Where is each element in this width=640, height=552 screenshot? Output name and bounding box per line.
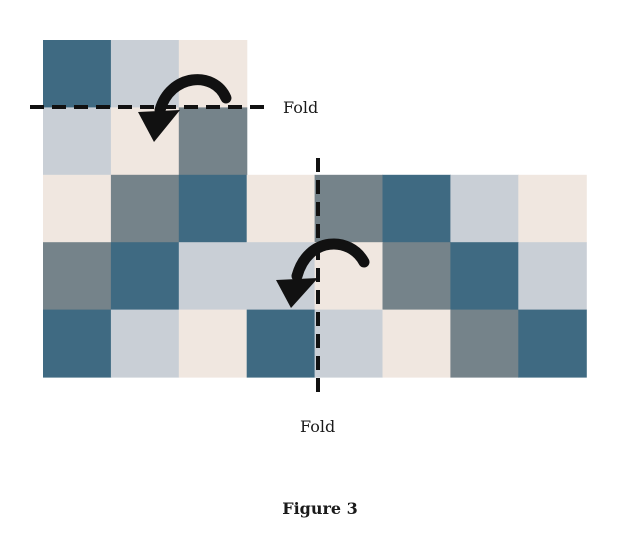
grid-cell	[382, 174, 451, 243]
grid-cell	[450, 309, 519, 378]
grid-cell	[43, 309, 112, 378]
grid-cell	[518, 242, 587, 311]
grid-cell	[178, 242, 248, 311]
grid-cell	[43, 40, 112, 108]
grid-cell	[43, 242, 112, 311]
grid-cell	[178, 174, 248, 243]
grid-cell	[178, 107, 248, 176]
curved-arrow-icon	[138, 74, 232, 142]
figure-caption: Figure 3	[282, 499, 358, 518]
grid-cell	[110, 174, 180, 243]
grid-cell	[178, 40, 248, 108]
grid-cell	[178, 309, 248, 378]
grid-cell	[43, 174, 112, 243]
grid-cell	[450, 174, 519, 243]
grid-cell	[314, 174, 384, 243]
grid-cell	[43, 107, 112, 176]
fold-label-bottom: Fold	[300, 417, 336, 436]
grid-cell	[382, 309, 451, 378]
grid-cell	[314, 309, 384, 378]
grid-cell	[246, 174, 316, 243]
grid-cell	[450, 242, 519, 311]
fold-label-top: Fold	[283, 98, 319, 117]
grid-cell	[246, 309, 316, 378]
grid-cell	[110, 242, 180, 311]
grid-cell	[110, 309, 180, 378]
grid-cell	[518, 309, 587, 378]
grid-cell	[518, 174, 587, 243]
grid-cell	[382, 242, 451, 311]
curved-arrow-icon	[276, 238, 370, 308]
